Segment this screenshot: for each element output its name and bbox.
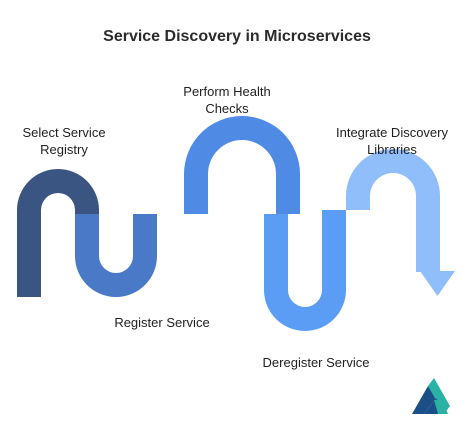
segment-integrate-discovery-libraries bbox=[346, 149, 455, 296]
segment-select-service-registry bbox=[17, 169, 99, 297]
segment-register-service bbox=[75, 214, 157, 297]
step-label-register-service: Register Service bbox=[114, 315, 210, 330]
step-label-deregister-service: Deregister Service bbox=[262, 355, 370, 370]
step-label-perform-health-checks: Perform Health Checks bbox=[183, 84, 271, 116]
step-label-integrate-discovery-libraries: Integrate Discovery Libraries bbox=[336, 125, 448, 157]
segment-perform-health-checks bbox=[184, 116, 300, 214]
logo-icon bbox=[412, 378, 450, 414]
segment-deregister-service bbox=[264, 210, 346, 331]
step-label-select-service-registry: Select Service Registry bbox=[22, 125, 106, 157]
arrow-head bbox=[420, 271, 455, 296]
diagram-title: Service Discovery in Microservices bbox=[103, 28, 371, 45]
